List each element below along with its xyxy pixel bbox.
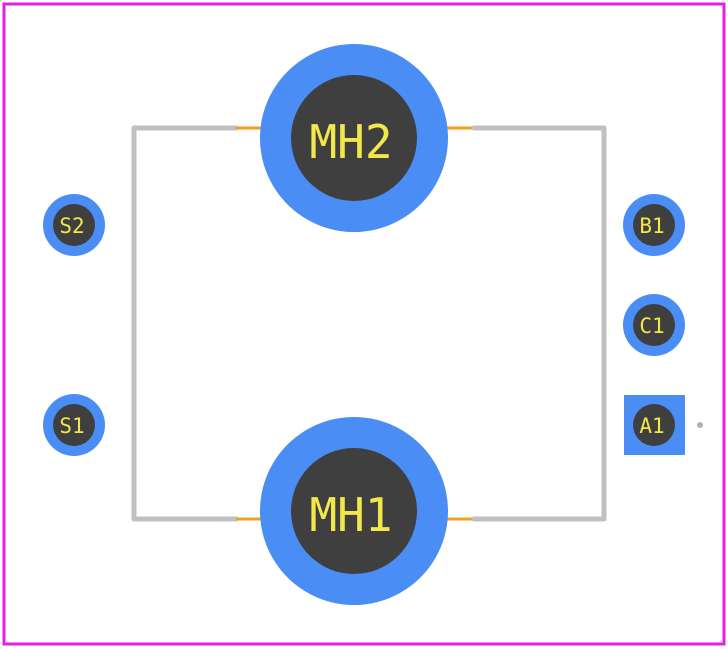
pad-mh2-label: MH2 [309,115,392,169]
pad-a1[interactable]: A1 [624,395,685,455]
pad-mh1-drill [291,448,417,574]
pad-mh1-label: MH1 [309,488,392,542]
silkscreen-outline [131,125,607,522]
pad-stubs [236,126,472,521]
pad-s2-label: S2 [59,214,84,238]
pad-s2-drill [53,204,95,246]
pad-s2[interactable]: S2 [43,194,105,256]
pad-a1-drill [633,404,675,446]
origin-marker [697,422,703,428]
pad-mh2-drill [291,75,417,201]
pad-c1-label: C1 [639,314,664,338]
pad-mh2[interactable]: MH2 [260,44,448,232]
pad-b1[interactable]: B1 [623,194,685,256]
pad-mh1[interactable]: MH1 [260,417,448,605]
pad-c1[interactable]: C1 [623,294,685,356]
pad-s1-label: S1 [59,414,84,438]
pad-b1-label: B1 [639,214,664,238]
pad-b1-drill [633,204,675,246]
pad-s1[interactable]: S1 [43,394,105,456]
pad-c1-drill [633,304,675,346]
pad-a1-label: A1 [639,414,664,438]
pad-s1-drill [53,404,95,446]
